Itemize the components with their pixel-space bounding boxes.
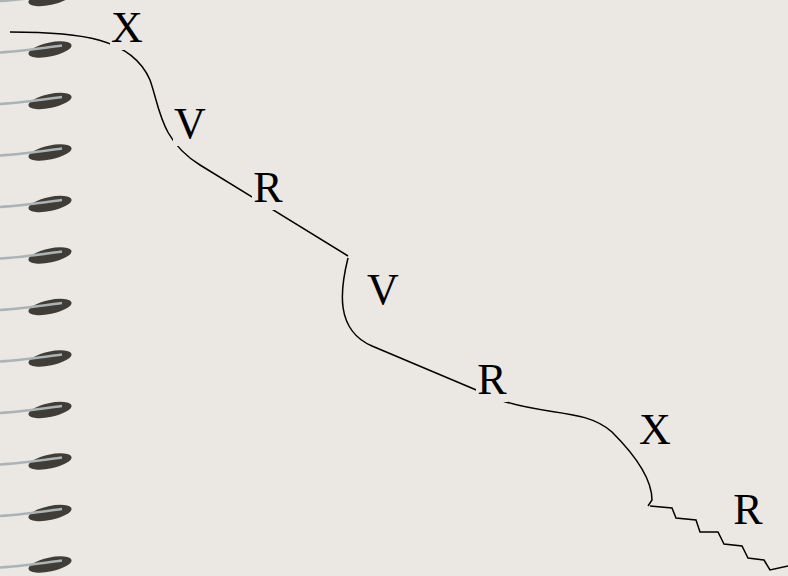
segment-label: X bbox=[110, 6, 144, 50]
segment-label: V bbox=[366, 268, 400, 312]
wavy-line bbox=[650, 506, 788, 570]
ring-highlight bbox=[0, 406, 62, 413]
segment-label: R bbox=[252, 166, 283, 210]
ring-highlight bbox=[0, 355, 62, 362]
ring-highlight bbox=[0, 458, 62, 465]
ring-highlight bbox=[0, 46, 62, 53]
ring-highlight bbox=[0, 0, 62, 1]
segment-label: R bbox=[732, 488, 763, 532]
ring-highlight bbox=[0, 561, 62, 568]
ring-highlight bbox=[0, 303, 62, 310]
curve-line bbox=[10, 32, 652, 506]
ring-highlight bbox=[0, 252, 62, 259]
segment-label: R bbox=[476, 358, 507, 402]
ring-highlight bbox=[0, 97, 62, 104]
ring-highlight bbox=[0, 200, 62, 207]
segment-label: X bbox=[638, 408, 672, 452]
ring-highlight bbox=[0, 149, 62, 156]
segment-label: V bbox=[173, 102, 207, 146]
spiral-rings bbox=[0, 0, 73, 576]
ring bbox=[27, 0, 73, 9]
ring-highlight bbox=[0, 509, 62, 516]
